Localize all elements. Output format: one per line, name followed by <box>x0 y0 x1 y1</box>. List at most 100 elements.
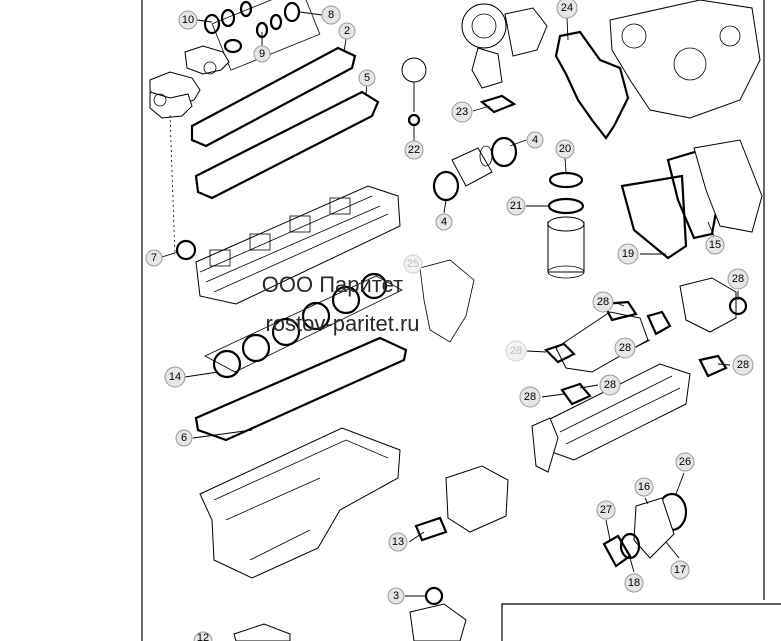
callout-6: 6 <box>175 429 193 447</box>
head-gasket-bore <box>301 301 331 331</box>
callout-13: 13 <box>388 532 408 552</box>
egr-pipe <box>555 311 649 373</box>
filter-o-ring <box>548 171 584 189</box>
housing-bore <box>203 61 217 75</box>
oil-filter-bottom <box>547 265 585 279</box>
callout-28-top-center: 28 <box>592 291 614 313</box>
oil-pan <box>199 427 401 579</box>
o-ring <box>239 0 253 18</box>
turbocharger <box>461 3 548 89</box>
callout-bubbles: 10 8 9 2 5 7 14 6 22 23 24 4 4 20 21 25 … <box>145 0 754 641</box>
case-bore <box>673 47 707 81</box>
flange-plate-17 <box>633 497 675 559</box>
svg-text:16: 16 <box>638 481 650 493</box>
svg-text:3: 3 <box>393 590 399 602</box>
oil-cooler-housing <box>445 465 509 533</box>
valve-cover-gasket-lower <box>194 90 380 200</box>
timing-case <box>609 0 761 119</box>
head-gasket-bore <box>212 349 242 379</box>
water-pump-faded <box>419 259 475 343</box>
svg-text:24: 24 <box>561 2 573 14</box>
egr-gasket <box>646 310 672 336</box>
callout-14: 14 <box>164 366 186 388</box>
callout-25: 25 <box>403 254 423 274</box>
callout-10: 10 <box>178 10 198 30</box>
case-bore <box>719 25 741 47</box>
head-port <box>329 197 351 215</box>
callout-18: 18 <box>624 573 644 593</box>
callout-3: 3 <box>387 587 405 605</box>
gasket-27 <box>602 534 632 568</box>
svg-text:6: 6 <box>181 432 187 444</box>
cylinder-head <box>195 185 401 305</box>
egr-gasket <box>602 300 638 322</box>
callout-23: 23 <box>451 101 473 123</box>
callout-12: 12 <box>193 631 213 641</box>
callout-22: 22 <box>404 140 424 160</box>
oil-pump <box>409 603 467 641</box>
callout-28-right: 28 <box>732 354 754 376</box>
svg-text:19: 19 <box>622 248 634 260</box>
injector-housing <box>149 91 193 119</box>
head-gasket-bore <box>360 272 388 300</box>
egr-cooler-lower <box>531 354 728 473</box>
o-ring <box>220 8 236 28</box>
sensor-wheel <box>401 57 427 83</box>
rear-cover-plate <box>693 139 763 233</box>
frame-inset-box <box>501 603 781 641</box>
svg-text:23: 23 <box>456 106 468 118</box>
filter-o-ring <box>547 197 585 215</box>
callout-28-middle: 28 <box>614 337 636 359</box>
cam-sensor-part <box>401 57 427 127</box>
egr-cooler-upper <box>543 300 672 373</box>
svg-text:18: 18 <box>628 577 640 589</box>
svg-text:2: 2 <box>344 25 350 37</box>
callout-4-left: 4 <box>435 213 453 231</box>
seal-kit-group <box>203 0 321 71</box>
callout-8: 8 <box>321 5 341 25</box>
injector-housing <box>184 45 230 75</box>
callout-16: 16 <box>634 477 654 497</box>
svg-text:10: 10 <box>182 14 194 26</box>
callout-28-faded: 28 <box>505 340 527 362</box>
turbo-compressor <box>504 7 548 57</box>
oil-filter-top <box>547 216 585 232</box>
svg-text:26: 26 <box>679 456 691 468</box>
svg-text:28: 28 <box>737 359 749 371</box>
sensor-seal <box>407 113 421 127</box>
callout-27: 27 <box>596 500 616 520</box>
sleeve-o-ring <box>432 170 460 202</box>
callout-2: 2 <box>338 22 356 40</box>
o-ring-3 <box>424 586 444 606</box>
svg-text:5: 5 <box>364 72 370 84</box>
head-port <box>249 233 271 251</box>
svg-text:4: 4 <box>532 134 538 146</box>
head-gasket-bore <box>241 333 271 363</box>
svg-text:12: 12 <box>197 632 209 641</box>
callout-24: 24 <box>556 0 578 19</box>
svg-text:17: 17 <box>674 564 686 576</box>
seal-ring <box>223 38 243 54</box>
svg-text:22: 22 <box>408 144 420 156</box>
svg-text:4: 4 <box>441 216 447 228</box>
callout-9: 9 <box>253 45 271 63</box>
oil-pan-detail <box>213 439 389 561</box>
svg-text:28: 28 <box>619 342 631 354</box>
o-ring <box>269 13 283 31</box>
svg-text:28: 28 <box>732 273 744 285</box>
svg-text:15: 15 <box>709 239 721 251</box>
callout-28-lower-center: 28 <box>599 374 621 396</box>
thermostat-sleeve <box>432 136 518 202</box>
svg-text:28: 28 <box>604 379 616 391</box>
callout-7: 7 <box>145 249 163 267</box>
lower-left-part <box>233 623 291 641</box>
case-bore <box>621 23 647 49</box>
housing-bore <box>153 93 167 107</box>
svg-text:7: 7 <box>151 252 157 264</box>
o-ring <box>203 13 221 35</box>
callout-5: 5 <box>358 69 376 87</box>
svg-text:9: 9 <box>259 48 265 60</box>
leader-lines <box>161 11 739 597</box>
callout-26: 26 <box>675 452 695 472</box>
egr-valve <box>679 277 748 333</box>
